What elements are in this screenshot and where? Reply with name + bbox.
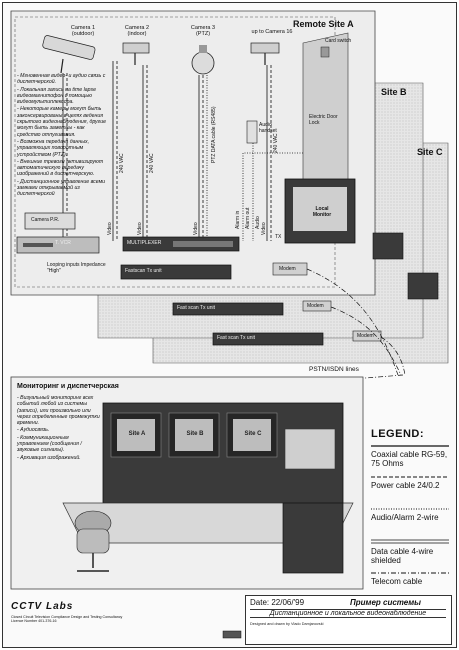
monitor-label-site-c: Site C xyxy=(244,431,262,437)
video-label-3: Video xyxy=(193,222,199,235)
site-b-title: Site B xyxy=(381,87,407,97)
vcr-label: T. VCR xyxy=(55,240,71,246)
legend-coaxial: Coaxial cable RG-59, 75 Ohms xyxy=(371,450,448,468)
title-block-title: Пример системы xyxy=(350,598,421,607)
site-c-title: Site C xyxy=(417,147,443,157)
site-a-title: Remote Site A xyxy=(293,19,354,29)
door-lock-label: Electric Door Lock xyxy=(309,114,338,126)
multiplexer-unit xyxy=(122,236,240,252)
legend-telecom: Telecom cable xyxy=(371,577,423,586)
video-label-4: Video xyxy=(261,222,267,235)
camera-outdoor-icon xyxy=(42,35,96,74)
modem-site-b xyxy=(302,300,332,312)
alarm-out-label: Alarm out xyxy=(245,207,251,229)
note-item: - Аудиосвязь. xyxy=(17,427,50,434)
title-block-subtitle: Дистанционное и локальное видеонаблюдени… xyxy=(250,609,446,618)
monitor-site-b xyxy=(372,232,404,260)
note-item: - Дистанционное управление всеми замками… xyxy=(17,178,106,198)
title-block-credits: Designed and drawn by Vlado Damjanovski xyxy=(250,622,324,626)
legend-power: Power cable 24/0.2 xyxy=(371,481,440,490)
monitoring-notes: - Визуальный мониторинг всех событий люб… xyxy=(17,395,101,462)
company-logo: CCTV Labs xyxy=(11,601,74,612)
local-monitor-label: Local Monitor xyxy=(312,206,332,218)
ptz-data-label: PTZ DATA cable (RS485) xyxy=(211,106,217,164)
camera-1-label: Camera 1(outdoor) xyxy=(70,25,96,37)
monitoring-title: Мониторинг и диспетчерская xyxy=(17,383,119,390)
note-item: - Визуальный мониторинг всех событий люб… xyxy=(17,395,100,427)
camera-pir-box xyxy=(24,212,76,230)
tx-unit-b-label: Fast scan Tx unit xyxy=(177,305,215,311)
camera-ptz-icon xyxy=(191,45,215,75)
tx-unit-c-label: Fast scan Tx unit xyxy=(217,335,255,341)
camera-2-label: Camera 2(indoor) xyxy=(124,25,150,37)
power-label-2: 240 VAC xyxy=(149,153,155,173)
vcr-unit xyxy=(16,236,100,254)
telemetry-label: TX xyxy=(275,234,282,240)
alarm-in-label: Alarm in xyxy=(235,210,241,229)
legend-title: LEGEND: xyxy=(371,428,424,440)
power-label-1: 240 VAC xyxy=(119,153,125,173)
camera-indoor-icon xyxy=(122,42,150,65)
card-switch-label: Card switch xyxy=(325,38,352,44)
camera-16-icon xyxy=(250,42,280,65)
note-item: - Коммуникационным управлением (сообщени… xyxy=(17,434,82,454)
note-item: - Возможна передача данных, управляющих … xyxy=(17,138,90,158)
modem-b-label: Modem xyxy=(307,303,324,309)
monitor-console xyxy=(62,402,354,574)
note-item: - Архивация изображений. xyxy=(17,454,81,461)
looping-label: Looping inputs Impedance "High" xyxy=(47,262,106,274)
audio-label: Audio xyxy=(255,216,261,229)
note-item: - Локальная запись на time lapse видеома… xyxy=(17,86,96,106)
title-block: Date: 22/06/'99 Пример системы Дистанцио… xyxy=(245,595,452,645)
tx-unit-site-b xyxy=(172,302,284,316)
card-switch-icon xyxy=(320,46,330,58)
logo-camera-icon xyxy=(222,630,242,639)
legend-audio-alarm: Audio/Alarm 2-wire xyxy=(371,513,439,522)
legend-lines xyxy=(371,445,449,574)
note-item: - Внешние тревоги активизируют автоматич… xyxy=(17,158,104,178)
site-a-panel xyxy=(10,10,376,296)
pstn-label: PSTN/ISDN lines xyxy=(309,366,359,373)
note-item: - Некоторые камеры могут быть законсерви… xyxy=(17,106,106,138)
tx-unit-site-a xyxy=(120,264,232,280)
tx-unit-a-label: Fastscan Tx unit xyxy=(125,268,162,274)
chair-icon xyxy=(74,510,112,572)
audio-handset-icon xyxy=(246,120,258,144)
monitor-label-site-b: Site B xyxy=(186,431,204,437)
modem-a-label: Modem xyxy=(279,266,296,272)
local-monitor-icon xyxy=(284,178,356,244)
legend-data: Data cable 4-wire shielded xyxy=(371,547,434,565)
company-subtitle: Closed Circuit Television Compliance Des… xyxy=(11,615,123,624)
video-label-2: Video xyxy=(137,222,143,235)
camera-3-label: Camera 3(PTZ) xyxy=(190,25,216,37)
camera-pir-label: Camera P.R. xyxy=(31,217,60,223)
monitor-label-site-a: Site A xyxy=(128,431,146,437)
video-label-1: Video xyxy=(107,222,113,235)
diagram-canvas xyxy=(10,10,449,639)
power-label-3: 240 VAC xyxy=(273,133,279,153)
multiplexer-label: MULTIPLEXER xyxy=(127,240,162,246)
title-block-date: Date: 22/06/'99 xyxy=(250,598,305,607)
note-item: - Мгновенная видео- и аудио связь с дисп… xyxy=(17,73,106,86)
modem-c-label: Modem xyxy=(357,333,374,339)
monitor-site-c xyxy=(407,272,439,300)
camera-16-label: up to Camera 16 xyxy=(251,29,293,35)
tx-unit-site-c xyxy=(212,332,324,346)
audio-handset-label: Audio handset xyxy=(259,122,277,134)
site-a-notes: - Мгновенная видео- и аудио связь с дисп… xyxy=(17,73,107,199)
